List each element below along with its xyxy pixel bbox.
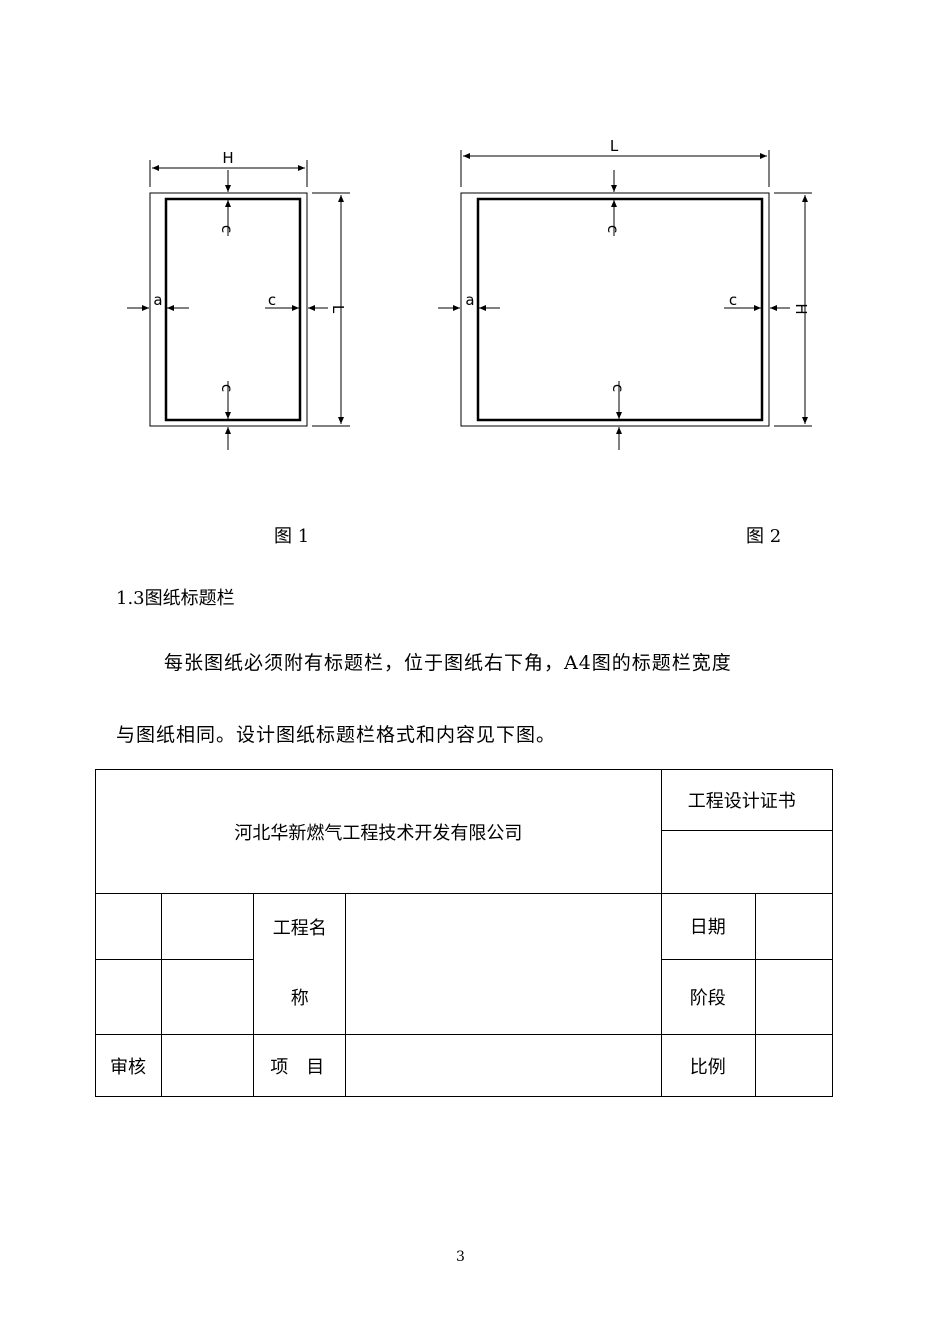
date-label-cell: 日期 [660,893,756,960]
stage-label: 阶段 [689,987,726,1009]
fig2-label-width: L [610,137,619,155]
fig2-label-height: H [792,303,810,314]
fig1-label-height: L [329,305,347,314]
blank-cell-r2c2 [161,958,255,1036]
review-label-cell: 审核 [94,1034,163,1097]
project-name-label-line2: 称 [290,988,309,1009]
date-value-cell [754,893,834,960]
paragraph-line-2: 与图纸相同。设计图纸标题栏格式和内容见下图。 [116,724,557,746]
title-block-table: 河北华新燃气工程技术开发有限公司 工程设计证书 工程名 称 日期 阶段 审核 [94,769,834,1097]
figure-1-caption: 图 1 [274,526,310,547]
item-label-cell: 项 目 [253,1034,347,1097]
review-value-cell [161,1034,255,1097]
scale-label: 比例 [689,1056,726,1078]
fig2-label-bottom-c: c [609,384,627,392]
item-value-cell [345,1034,662,1097]
page-number: 3 [456,1249,465,1265]
fig1-label-left-a: a [153,291,162,309]
fig1-label-width: H [222,149,233,167]
blank-cell-r2c1 [94,958,163,1036]
blank-cell-r1c1 [94,893,163,960]
fig1-outer-frame [149,192,308,427]
fig2-outer-frame [460,192,770,427]
fig1-inner-frame [164,197,302,422]
scale-label-cell: 比例 [660,1034,756,1097]
fig2-label-top-c: c [604,225,622,233]
fig2-inner-frame [476,197,764,422]
paragraph-line-1: 每张图纸必须附有标题栏，位于图纸右下角，A4图的标题栏宽度 [164,652,732,674]
certificate-label: 工程设计证书 [687,791,796,812]
date-label: 日期 [689,917,726,939]
certificate-label-cell: 工程设计证书 [660,769,834,831]
project-name-label-cell: 工程名 称 [253,893,347,1035]
fig2-label-left-a: a [465,291,474,309]
blank-cell-r1c2 [161,893,255,960]
company-name: 河北华新燃气工程技术开发有限公司 [234,822,523,844]
figure-1-diagram: H L c c a c L H c c a c [127,137,812,450]
project-name-label-line1: 工程名 [272,918,327,939]
fig1-label-bottom-c: c [218,384,236,392]
scale-value-cell [754,1034,834,1097]
stage-label-cell: 阶段 [660,958,756,1036]
project-name-value-cell [345,893,662,1035]
certificate-value-cell [660,830,834,894]
fig1-label-right-c: c [268,291,276,309]
review-label: 审核 [110,1056,146,1078]
figure-2-caption: 图 2 [746,526,782,547]
company-name-cell: 河北华新燃气工程技术开发有限公司 [95,769,662,894]
section-heading: 1.3图纸标题栏 [116,588,235,609]
item-label: 项 目 [270,1056,325,1078]
stage-value-cell [754,958,834,1036]
fig1-label-top-c: c [218,225,236,233]
fig2-label-right-c: c [729,291,737,309]
